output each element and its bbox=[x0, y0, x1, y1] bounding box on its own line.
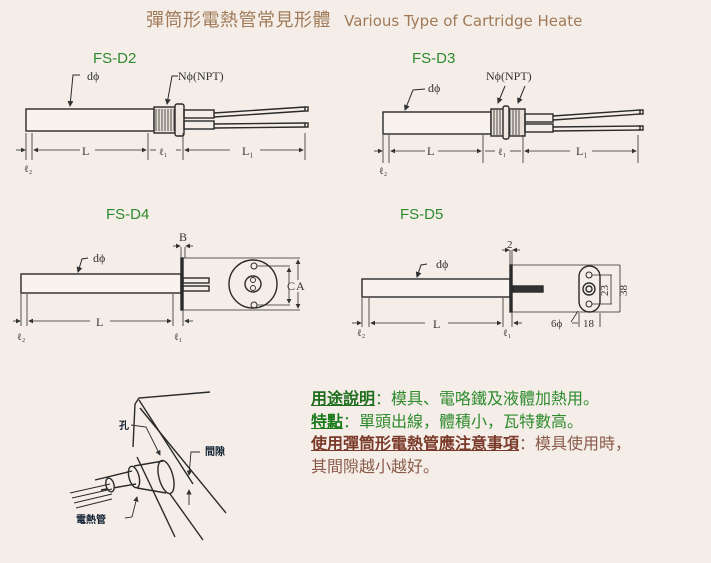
label-diameter: dϕ bbox=[436, 257, 448, 271]
usage-value: ：模具、電咯鐵及液體加熱用。 bbox=[375, 389, 600, 408]
label-inner: 23 bbox=[599, 285, 611, 297]
label-hole: 6ϕ bbox=[551, 318, 563, 330]
end-face-circle bbox=[228, 259, 278, 309]
lead-sleeve bbox=[183, 109, 215, 119]
drawing-fs-d4 bbox=[13, 243, 301, 326]
lead-block bbox=[512, 285, 544, 293]
flange-plate bbox=[180, 257, 184, 311]
caution-value: ：模具使用時， bbox=[519, 434, 632, 453]
drawing-fs-d2 bbox=[16, 74, 309, 160]
flange-plate bbox=[509, 264, 513, 313]
feature-key: 特點 bbox=[311, 411, 344, 431]
label-thread: Nϕ(NPT) bbox=[486, 69, 532, 83]
label-lead-length: L₁ bbox=[576, 144, 588, 158]
heater-body bbox=[382, 111, 492, 135]
title-english: Various Type of Cartridge Heate bbox=[344, 12, 583, 30]
hex-nut bbox=[174, 103, 185, 137]
caution-line-2: 其間隙越小越好。 bbox=[311, 456, 440, 476]
model-label-fs-d2: FS-D2 bbox=[93, 50, 137, 67]
usage-line: 用途說明：模具、電咯鐵及液體加熱用。 bbox=[311, 388, 631, 411]
model-label-fs-d5: FS-D5 bbox=[400, 206, 444, 223]
label-l1: ℓ₁ bbox=[498, 147, 506, 158]
heater-body bbox=[20, 273, 182, 294]
label-a: A bbox=[296, 279, 305, 293]
hex-nut bbox=[502, 105, 510, 140]
heater-body bbox=[25, 108, 155, 132]
label-l1: ℓ₁ bbox=[174, 332, 182, 343]
label-outer: 38 bbox=[618, 285, 630, 297]
label-l2: ℓ₂ bbox=[17, 332, 25, 343]
label-c: C bbox=[287, 279, 295, 293]
label-gap: 間隙 bbox=[205, 445, 225, 458]
end-face-oval bbox=[578, 265, 601, 313]
drawing-fs-d5 bbox=[352, 247, 621, 327]
label-heater: 電熱管 bbox=[76, 513, 106, 526]
heater-body bbox=[361, 278, 511, 298]
label-flange: B bbox=[179, 230, 187, 244]
label-l2: ℓ₂ bbox=[379, 166, 387, 177]
label-width: 18 bbox=[583, 318, 595, 330]
label-hole: 孔 bbox=[119, 419, 129, 432]
feature-line: 特點：單頭出線，體積小，瓦特數高。 bbox=[311, 411, 631, 434]
page-title: 彈筒形電熱管常見形體 Various Type of Cartridge Hea… bbox=[146, 6, 582, 32]
label-flange: 2 bbox=[507, 239, 513, 251]
label-length: L bbox=[82, 144, 89, 158]
label-l1: ℓ₁ bbox=[503, 328, 511, 339]
feature-value: ：單頭出線，體積小，瓦特數高。 bbox=[343, 411, 584, 431]
label-length: L bbox=[427, 144, 434, 158]
label-diameter: dϕ bbox=[87, 69, 99, 83]
label-diameter: dϕ bbox=[93, 251, 105, 265]
label-length: L bbox=[96, 315, 103, 329]
label-lead-length: L₁ bbox=[242, 144, 254, 158]
label-diameter: dϕ bbox=[428, 81, 440, 95]
description-block: 用途說明：模具、電咯鐵及液體加熱用。 特點：單頭出線，體積小，瓦特數高。 使用彈… bbox=[311, 388, 631, 478]
caution-key: 使用彈筒形電熱管應注意事項 bbox=[311, 434, 520, 453]
model-label-fs-d3: FS-D3 bbox=[412, 50, 456, 67]
usage-key: 用途說明 bbox=[311, 389, 376, 408]
label-length: L bbox=[433, 317, 440, 331]
caution-line: 使用彈筒形電熱管應注意事項：模具使用時， bbox=[311, 433, 631, 456]
label-l1: ℓ₁ bbox=[159, 147, 167, 158]
title-chinese: 彈筒形電熱管常見形體 bbox=[146, 10, 331, 31]
label-l2: ℓ₂ bbox=[357, 328, 365, 339]
install-diagram bbox=[69, 391, 227, 541]
label-l2: ℓ₂ bbox=[24, 164, 32, 175]
drawing-fs-d3 bbox=[374, 85, 644, 163]
model-label-fs-d4: FS-D4 bbox=[106, 206, 150, 223]
label-thread: Nϕ(NPT) bbox=[178, 69, 224, 83]
